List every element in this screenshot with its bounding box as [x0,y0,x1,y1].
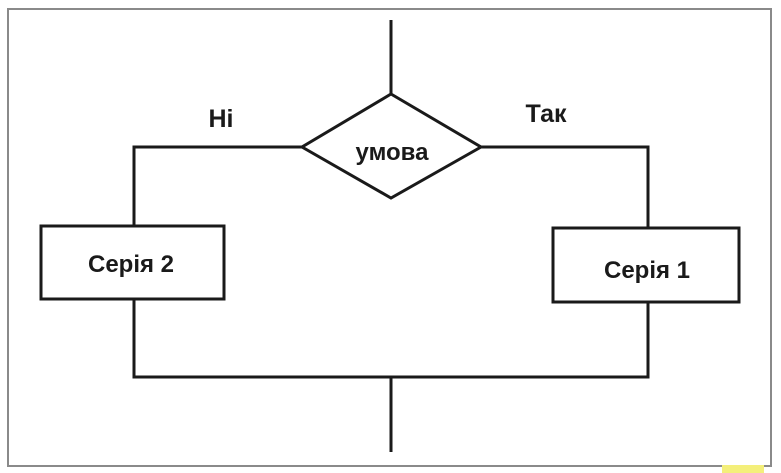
series-2-box [39,224,226,301]
branch-yes-label: Так [525,100,567,128]
merge-line [132,299,650,379]
condition-label: умова [356,139,430,166]
branch-no-label: Ні [209,105,234,133]
series-1-label: Серія 1 [604,257,690,284]
branch-yes-line [481,145,650,228]
corner-highlight-mark [722,465,764,473]
branch-no-line [132,145,302,226]
diagram-frame [7,8,772,467]
series-1-box [551,226,741,304]
condition-diamond [299,92,484,200]
series-2-label: Серія 2 [88,251,174,278]
